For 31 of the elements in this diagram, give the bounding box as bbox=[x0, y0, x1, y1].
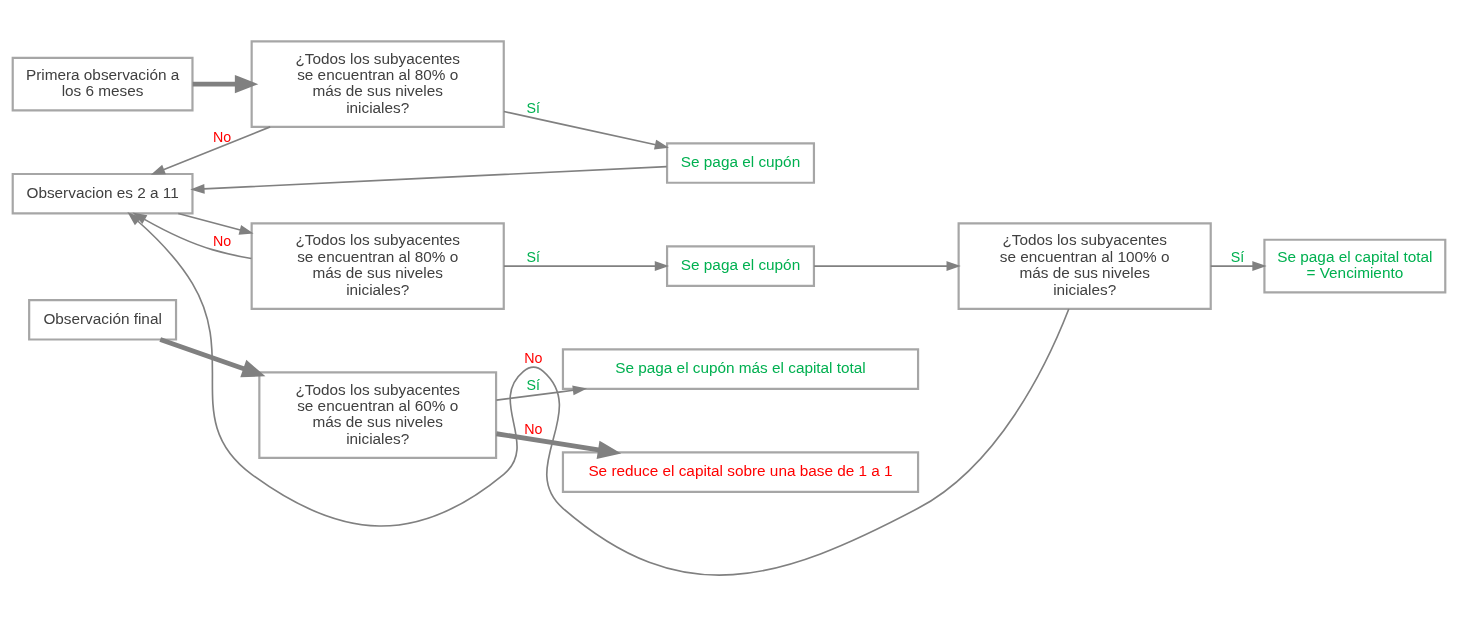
node-box: Se paga el capital total = Vencimiento bbox=[1263, 238, 1447, 294]
arrow bbox=[190, 165, 668, 194]
node-box: Observación final bbox=[28, 298, 178, 341]
edge-label: No bbox=[524, 349, 543, 366]
edge-label: No bbox=[524, 421, 543, 438]
arrow bbox=[1209, 261, 1267, 272]
node-box: ¿Todos los subyacentes se encuentran al 80% o más de sus niveles iniciales? bbox=[250, 222, 505, 310]
arrow bbox=[150, 126, 271, 175]
node-box: Primera observación a los 6 meses bbox=[11, 56, 194, 112]
arrow bbox=[192, 74, 259, 94]
node-box: Observacion es 2 a 11 bbox=[11, 172, 194, 215]
arrow bbox=[503, 110, 669, 150]
edge-label: Sí bbox=[526, 100, 541, 117]
arrow bbox=[503, 261, 670, 272]
edge-label: No bbox=[212, 232, 232, 249]
arrow bbox=[496, 431, 622, 459]
node-box: Se paga el cupón más el capital total bbox=[561, 348, 920, 390]
node-box: Se paga el cupón bbox=[665, 142, 816, 184]
arrow bbox=[495, 385, 588, 401]
arrow bbox=[159, 337, 266, 378]
arrow bbox=[813, 261, 961, 272]
edge-label: No bbox=[212, 128, 232, 145]
node-box: Se reduce el capital sobre una base de 1 a 1 bbox=[561, 451, 920, 493]
node-box: Se paga el cupón bbox=[665, 245, 816, 287]
node-box: ¿Todos los subyacentes se encuentran al 80% o más de sus niveles iniciales? bbox=[250, 40, 505, 128]
node-box: ¿Todos los subyacentes se encuentran al 60% o más de sus niveles iniciales? bbox=[258, 371, 498, 459]
node-box: ¿Todos los subyacentes se encuentran al 100% o más de sus niveles iniciales? bbox=[957, 222, 1212, 310]
edge-label: Sí bbox=[1230, 249, 1245, 266]
edge-label: Sí bbox=[526, 249, 541, 266]
edge-label: Sí bbox=[526, 377, 541, 394]
arrow bbox=[177, 212, 254, 235]
